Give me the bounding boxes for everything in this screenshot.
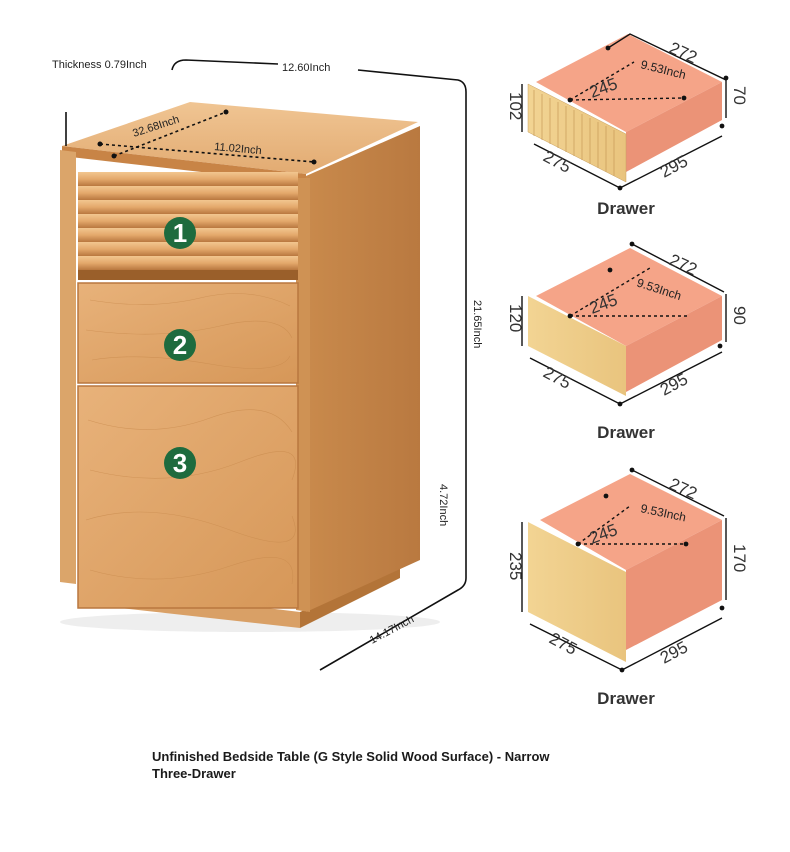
drawer-diagram-3: 272 9.53Inch 245 235 170 275 295 Drawer [506,467,749,708]
bedside-cabinet: 1 2 3 [60,102,440,632]
drawer-badge-2: 2 [164,329,196,361]
cabinet-side-panel [306,126,420,612]
svg-text:102: 102 [506,92,525,120]
svg-text:170: 170 [730,544,749,572]
height-label: 21.65Inch [471,300,483,348]
thickness-label: Thickness 0.79Inch [52,59,147,71]
svg-text:70: 70 [730,86,749,105]
drawer-2-caption: Drawer [597,423,655,442]
drawer-3-front-panel [528,522,626,662]
drawer-badge-1: 1 [164,217,196,249]
cabinet-left-edge [60,150,76,584]
svg-text:295: 295 [657,637,691,667]
svg-text:2: 2 [173,330,187,360]
drawer-badge-3: 3 [164,447,196,479]
svg-text:120: 120 [506,304,525,332]
drawer-1-tambour[interactable] [78,172,298,280]
svg-text:90: 90 [730,306,749,325]
drawer-2-front-panel [528,296,626,396]
drawer-diagram-2: 272 9.53Inch 245 120 90 275 295 Drawer [506,241,749,442]
svg-text:3: 3 [173,448,187,478]
svg-text:295: 295 [657,369,691,399]
plinth-label: 4.72Inch [437,484,449,526]
drawer-3-front[interactable] [77,385,299,609]
cabinet-front-post [296,178,310,612]
cabinet-dimensions [65,59,467,671]
cabinet-top [62,102,418,174]
drawer-1-front-panel [527,83,627,183]
svg-text:275: 275 [540,363,574,393]
cabinet-dimension-dots [97,109,317,165]
svg-text:1: 1 [173,218,187,248]
svg-text:235: 235 [506,552,525,580]
cabinet-plinth-side [300,566,400,628]
top-width-label: 11.02Inch [214,141,262,157]
drawer-3-caption: Drawer [597,689,655,708]
drawer-diagram-1: 272 9.53Inch 245 102 70 275 295 Drawer [506,33,749,218]
svg-text:295: 295 [657,151,691,181]
product-title: Unfinished Bedside Table (G Style Solid … [152,749,550,781]
wood-grain [85,293,296,585]
width-label: 12.60Inch [282,62,330,74]
drawer-1-caption: Drawer [597,199,655,218]
